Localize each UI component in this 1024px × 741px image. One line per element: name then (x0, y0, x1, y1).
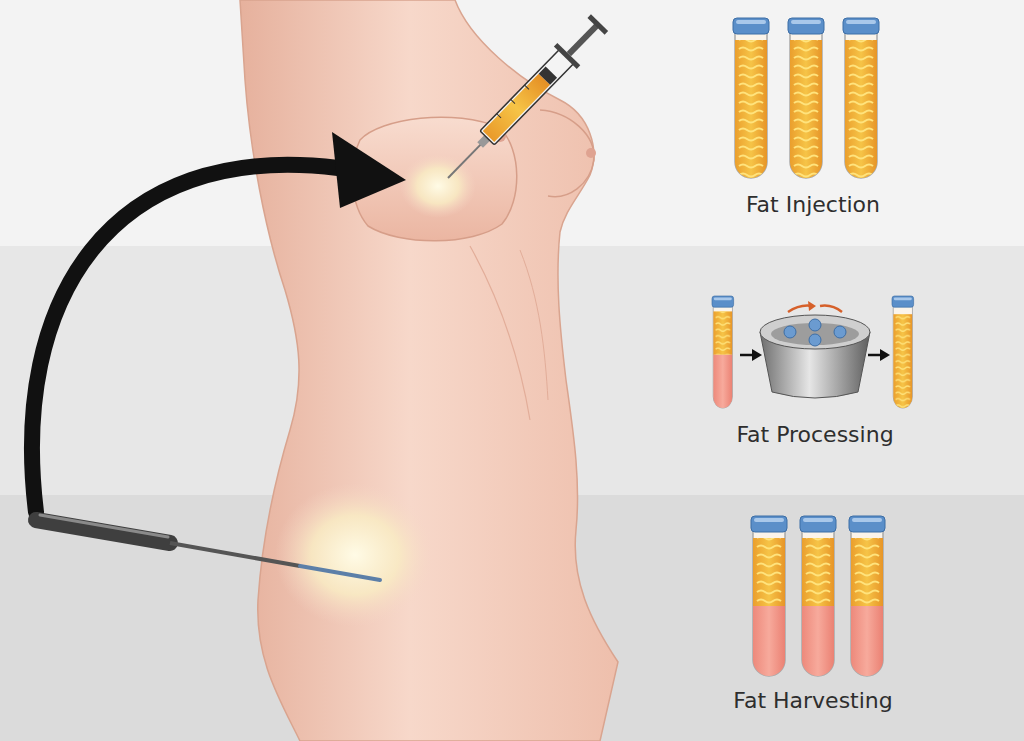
liposuction-cannula (36, 515, 380, 580)
transfer-arrow (32, 132, 406, 512)
step-label: Fat Harvesting (733, 688, 892, 714)
syringe (437, 12, 611, 190)
step-label: Fat Processing (736, 422, 893, 448)
fat-tubes (733, 18, 879, 190)
step-label: Fat Injection (746, 192, 880, 218)
harvest-tubes (751, 516, 885, 696)
torso-figure (240, 0, 618, 741)
harvest-site (275, 483, 435, 627)
injection-site (400, 154, 476, 218)
fat-processing-centrifuge (712, 296, 914, 419)
